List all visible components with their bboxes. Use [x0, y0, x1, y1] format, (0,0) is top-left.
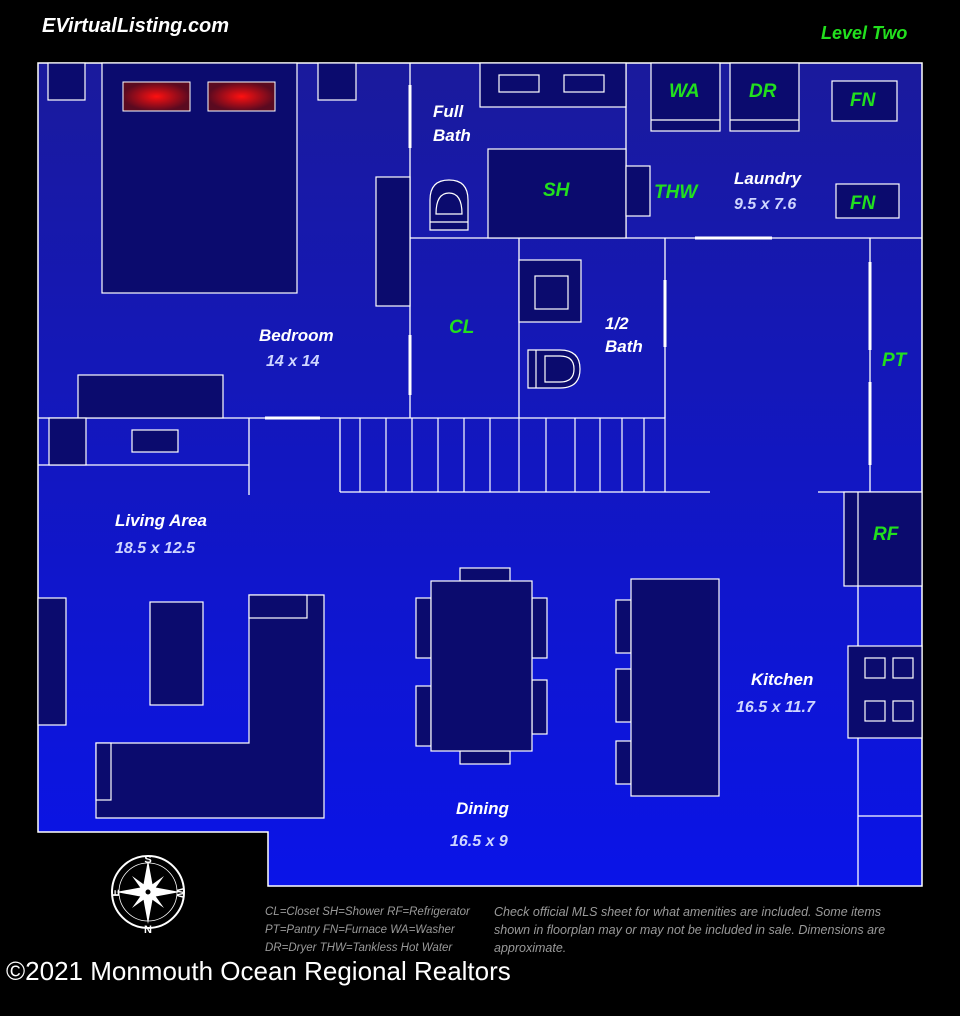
dining-chair: [415, 685, 432, 747]
compass-w: W: [174, 888, 186, 899]
disclaimer-line: approximate.: [494, 941, 567, 955]
laundry-dims: 9.5 x 7.6: [734, 196, 797, 213]
sectional-sofa: [95, 594, 325, 819]
toilet-full-bath: [429, 179, 469, 231]
level-label: Level Two: [821, 23, 908, 43]
copyright: ©2021 Monmouth Ocean Regional Realtors: [6, 956, 511, 986]
hall-table: [131, 429, 179, 453]
refrigerator-label: RF: [873, 524, 899, 545]
compass-e: E: [110, 889, 122, 896]
dresser: [375, 176, 411, 307]
coffee-table: [149, 601, 204, 706]
half-bath-label-1: 1/2: [605, 314, 629, 333]
vanity-sink-2: [563, 74, 605, 93]
island-stool: [615, 668, 632, 723]
vanity-sink-1: [498, 74, 540, 93]
water-heater: [625, 165, 651, 217]
legend-line: DR=Dryer THW=Tankless Hot Water: [265, 942, 453, 954]
stairs: [359, 418, 666, 492]
living-label: Living Area: [115, 511, 207, 530]
abbreviation-legend: CL=Closet SH=Shower RF=Refrigerator PT=P…: [265, 903, 470, 957]
dining-table: [430, 580, 533, 752]
dryer-label: DR: [749, 81, 777, 102]
dining-chair: [459, 567, 511, 582]
closet-label: CL: [449, 317, 475, 338]
dining-label: Dining: [456, 799, 509, 818]
kitchen-dims: 16.5 x 11.7: [736, 699, 815, 716]
pantry-label: PT: [882, 350, 907, 371]
dining-chair: [459, 750, 511, 765]
bedroom-label: Bedroom: [259, 326, 334, 345]
refrigerator: [843, 491, 923, 587]
site-title: EVirtualListing.com: [42, 15, 230, 37]
pillow-right: [207, 81, 276, 112]
living-dims: 18.5 x 12.5: [115, 540, 196, 557]
bedroom-bench: [77, 374, 224, 419]
laundry-label: Laundry: [734, 169, 802, 188]
half-bath-label-2: Bath: [605, 337, 643, 356]
nightstand-right: [317, 62, 357, 101]
compass-rose: N S E W: [110, 854, 186, 936]
dining-chair: [415, 597, 432, 659]
disclaimer: Check official MLS sheet for what amenit…: [494, 903, 885, 957]
tv-console: [37, 597, 67, 726]
shower-label: SH: [543, 180, 570, 201]
disclaimer-line: shown in floorplan may or may not be inc…: [494, 923, 886, 937]
washer-label: WA: [669, 81, 700, 102]
island-stool: [615, 599, 632, 654]
toilet-half-bath: [527, 349, 581, 389]
full-bath-label-2: Bath: [433, 126, 471, 145]
kitchen-label: Kitchen: [751, 670, 814, 689]
shower: [487, 148, 627, 239]
compass-n: N: [144, 924, 152, 936]
nightstand-left: [47, 62, 86, 101]
legend-line: PT=Pantry FN=Furnace WA=Washer: [265, 924, 455, 936]
legend-line: CL=Closet SH=Shower RF=Refrigerator: [265, 906, 470, 918]
dining-dims: 16.5 x 9: [450, 833, 508, 850]
kitchen-island: [630, 578, 720, 797]
furnace-label-1: FN: [850, 90, 876, 111]
furnace-label-2: FN: [850, 193, 876, 214]
furnace-1: [831, 80, 898, 122]
furnace-2: [835, 183, 900, 219]
bedroom-dims: 14 x 14: [266, 353, 320, 370]
dining-chair: [531, 679, 548, 735]
water-heater-label: THW: [654, 182, 698, 203]
hall-cabinet: [48, 417, 87, 466]
pillow-left: [122, 81, 191, 112]
island-stool: [615, 740, 632, 785]
full-bath-label-1: Full: [433, 102, 464, 121]
compass-s: S: [144, 854, 151, 866]
disclaimer-line: Check official MLS sheet for what amenit…: [494, 905, 881, 919]
dining-chair: [531, 597, 548, 659]
